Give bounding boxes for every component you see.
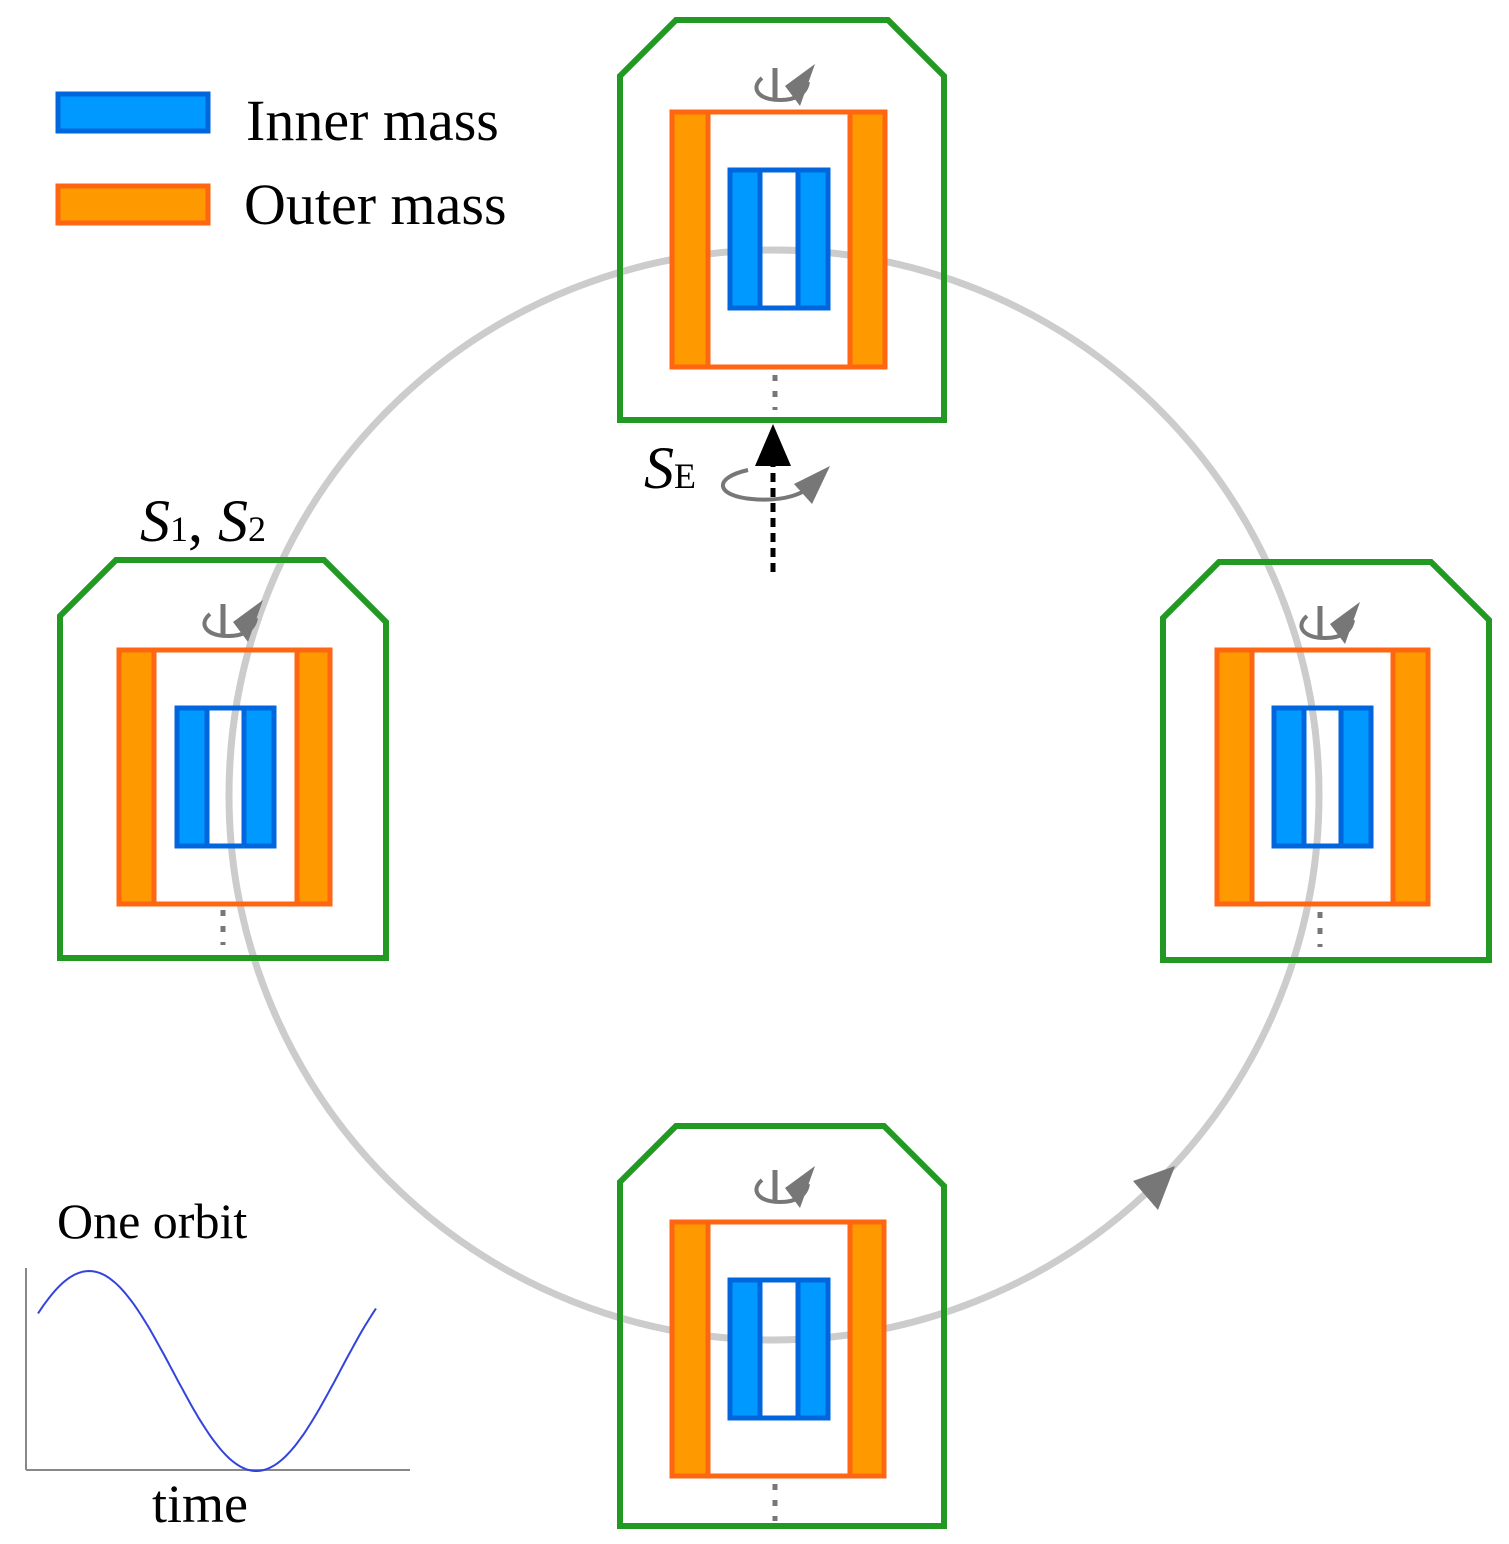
se-subscript: E (674, 456, 696, 496)
s-label-separator: , (188, 488, 218, 554)
inset-title: One orbit (57, 1193, 247, 1249)
legend-swatch-outer (55, 183, 211, 226)
svg-text:SE: SE (644, 435, 696, 501)
spin-arrow-icon (1299, 602, 1360, 644)
legend-label-outer: Outer mass (244, 172, 507, 237)
inner-mass-right (241, 705, 277, 849)
satellite-right (1160, 559, 1492, 963)
orbit-path (225, 246, 1323, 1344)
s1-subscript: 1 (170, 509, 188, 549)
inner-mass-left (727, 1277, 763, 1421)
satellite-housing (57, 557, 389, 961)
inner-mass-right (1338, 705, 1374, 849)
s2-subscript: 2 (248, 509, 266, 549)
satellite-top (617, 17, 947, 423)
spin-arrow-icon (794, 466, 830, 504)
spin-arrow-icon (754, 1166, 815, 1208)
s2-label: S (218, 488, 248, 554)
satellite-housing (1160, 559, 1492, 963)
outer-mass-right (1390, 647, 1431, 907)
spin-arrow-icon (754, 64, 815, 106)
inner-mass-left (174, 705, 210, 849)
arrow-up-icon (755, 424, 791, 466)
inset-xlabel: time (152, 1474, 248, 1534)
inset-plot: One orbit time (25, 1193, 410, 1534)
svg-text:S1, S2: S1, S2 (140, 488, 266, 554)
satellite-left (57, 557, 389, 961)
se-label: S (644, 435, 674, 501)
inset-sine-line (37, 1269, 377, 1472)
outer-mass-left (669, 109, 711, 370)
legend-swatch-inner (55, 91, 211, 134)
outer-mass-left (116, 647, 157, 907)
outer-mass-left (669, 1219, 711, 1479)
outer-mass-right (847, 109, 888, 370)
inner-mass-left (1271, 705, 1307, 849)
inner-mass-left (727, 167, 763, 311)
outer-mass-right (294, 647, 333, 907)
s1-label: S (140, 488, 170, 554)
earth-spin-indicator (721, 424, 830, 572)
legend: Inner mass Outer mass (55, 88, 507, 237)
legend-label-inner: Inner mass (246, 88, 499, 153)
satellite-housing (617, 1123, 947, 1529)
spin-arrow-icon (202, 600, 263, 642)
inner-mass-right (795, 167, 831, 311)
outer-mass-right (847, 1219, 887, 1479)
satellite-housing (617, 17, 947, 423)
satellite-bottom (617, 1123, 947, 1529)
outer-mass-left (1214, 647, 1255, 907)
inner-mass-right (795, 1277, 831, 1421)
orbit-direction-arrow-icon (1133, 1166, 1175, 1210)
